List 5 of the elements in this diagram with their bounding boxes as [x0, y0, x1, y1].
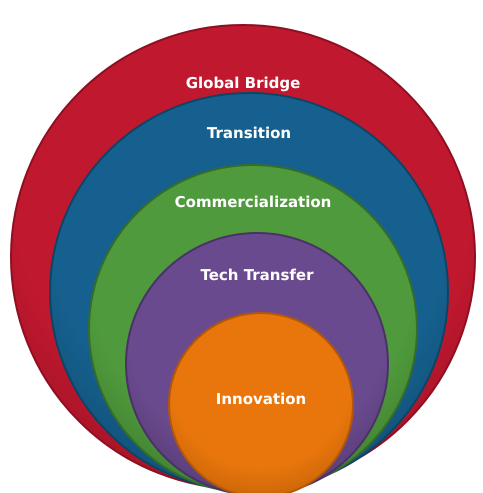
band-label: Transition: [206, 124, 292, 142]
band-label: Tech Transfer: [200, 266, 314, 284]
band-label: Commercialization: [174, 193, 332, 211]
band-label: Global Bridge: [186, 74, 300, 92]
band-label: Innovation: [216, 390, 306, 408]
